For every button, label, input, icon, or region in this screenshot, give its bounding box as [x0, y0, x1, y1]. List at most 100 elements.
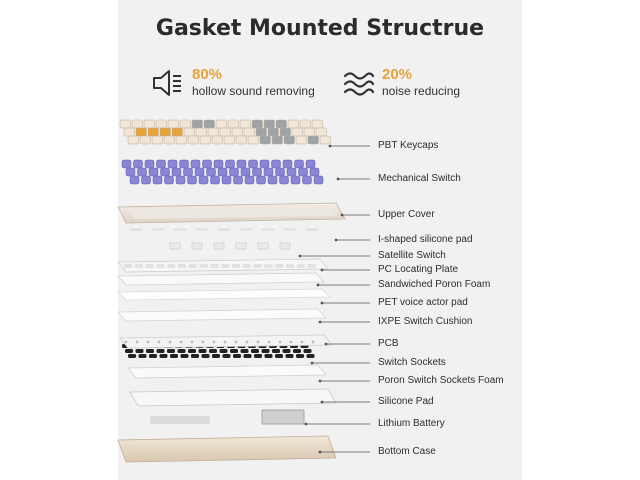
- pcb-hole: [212, 340, 216, 344]
- leader-dot: [298, 254, 302, 258]
- stat-hollow-sound: 80% hollow sound removing: [152, 66, 332, 100]
- switch-socket: [180, 354, 189, 358]
- socket-foam-shape: [127, 364, 327, 379]
- mechanical-switch: [252, 167, 262, 177]
- switch-socket: [188, 349, 196, 353]
- mechanical-switch: [259, 159, 270, 169]
- switch-socket: [159, 354, 168, 358]
- layer-label-silicone-pad-i: I-shaped silicone pad: [378, 234, 473, 245]
- layer-label-battery: Lithium Battery: [378, 418, 445, 429]
- switch-socket: [264, 354, 273, 358]
- switch-socket: [233, 354, 241, 358]
- keycap: [251, 119, 263, 129]
- mechanical-switch: [156, 159, 166, 169]
- keycap: [199, 135, 211, 145]
- mechanical-switch: [141, 175, 151, 185]
- keycap: [231, 127, 243, 137]
- switch-socket: [222, 354, 231, 358]
- switch-socket: [170, 354, 178, 358]
- keycap: [255, 127, 267, 137]
- pet-pad-shape: [117, 288, 331, 301]
- keycap: [311, 119, 323, 129]
- keycap: [191, 119, 203, 129]
- mechanical-switch: [187, 175, 197, 185]
- leader-dot: [328, 144, 332, 148]
- mechanical-switch: [302, 175, 312, 185]
- plate-cutout: [134, 264, 143, 268]
- leader-dot: [320, 301, 324, 305]
- mechanical-switch: [298, 167, 308, 177]
- switch-socket: [156, 349, 165, 353]
- keycap: [275, 119, 287, 129]
- keycap: [127, 135, 139, 145]
- keycap: [279, 127, 291, 137]
- plate-cutout: [188, 264, 197, 268]
- pcb-hole: [179, 340, 183, 344]
- layer-label-upper-cover: Upper Cover: [378, 209, 435, 220]
- board-components-shape: [150, 416, 210, 424]
- keycap: [167, 119, 179, 129]
- keycap: [235, 135, 247, 145]
- i-shaped-pad: [240, 228, 252, 231]
- switch-socket: [135, 349, 144, 353]
- mechanical-switch: [248, 159, 258, 169]
- satellite-switch: [169, 242, 181, 250]
- mechanical-switch: [256, 175, 266, 185]
- leader-dot: [318, 450, 322, 454]
- i-shaped-pad: [262, 228, 274, 231]
- mechanical-switch: [175, 175, 186, 185]
- plate-cutout: [167, 264, 176, 268]
- battery-shape: [261, 409, 305, 425]
- keycap: [171, 127, 183, 137]
- layer-label-socket-foam: Poron Switch Sockets Foam: [378, 375, 504, 386]
- leader-dot: [320, 400, 324, 404]
- keycap: [219, 127, 231, 137]
- keycap: [155, 119, 167, 129]
- mechanical-switch: [183, 167, 193, 177]
- switch-socket: [209, 349, 217, 353]
- i-shaped-pad: [130, 228, 142, 231]
- switch-socket: [243, 354, 252, 358]
- plate-cutout: [253, 264, 262, 268]
- mechanical-switch: [198, 175, 209, 185]
- switch-socket: [230, 349, 238, 353]
- stat-text: hollow sound removing: [192, 84, 315, 98]
- layer-label-keycaps: PBT Keycaps: [378, 140, 439, 151]
- keycap: [287, 119, 299, 129]
- switch-socket: [261, 349, 270, 353]
- mechanical-switch: [240, 167, 251, 177]
- i-shaped-pad: [306, 228, 318, 231]
- keycap: [223, 135, 235, 145]
- satellite-switch: [235, 242, 247, 250]
- keycap: [175, 135, 187, 145]
- plate-cutout: [221, 264, 230, 268]
- leader-dot: [318, 320, 322, 324]
- mechanical-switch: [129, 175, 140, 185]
- mechanical-switch: [275, 167, 285, 177]
- i-shaped-pad: [284, 228, 296, 231]
- i-shaped-pad: [218, 228, 230, 231]
- layer-label-switches: Mechanical Switch: [378, 173, 461, 184]
- mechanical-switch: [290, 175, 301, 185]
- ixpe-cushion-shape: [117, 308, 327, 322]
- plate-cutout: [307, 264, 316, 268]
- satellite-switch: [257, 242, 269, 250]
- pcb-hole: [146, 340, 150, 344]
- switch-socket: [251, 349, 259, 353]
- mechanical-switch: [144, 159, 155, 169]
- layer-label-pet-pad: PET voice actor pad: [378, 297, 468, 308]
- keycap: [159, 127, 171, 137]
- pcb-hole: [157, 340, 161, 344]
- leader-dot: [318, 379, 322, 383]
- plate-cutout: [286, 264, 294, 268]
- leader-dot: [334, 238, 338, 242]
- layer-label-silicone-pad: Silicone Pad: [378, 396, 434, 407]
- satellite-switch: [191, 242, 203, 250]
- plate-cutout: [275, 264, 284, 268]
- pcb-hole: [300, 340, 304, 344]
- keycap: [203, 119, 215, 129]
- leader-dot: [320, 268, 324, 272]
- keycap: [211, 135, 223, 145]
- mechanical-switch: [225, 159, 235, 169]
